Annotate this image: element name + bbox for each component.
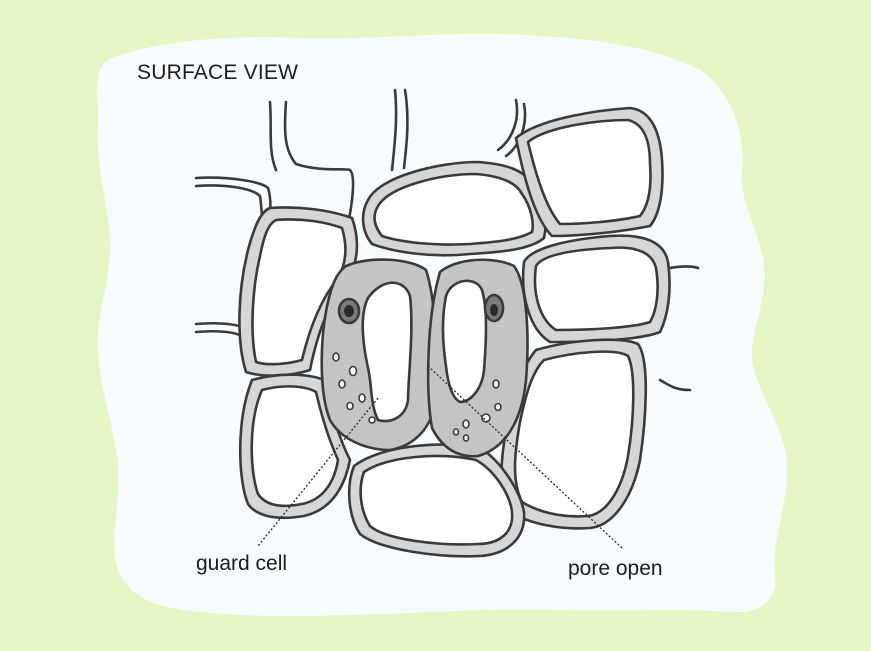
guard-cell-right-vacuole bbox=[443, 281, 486, 402]
diagram-title: SURFACE VIEW bbox=[137, 61, 298, 85]
pore-open-label: pore open bbox=[568, 557, 663, 581]
guard-cell-label: guard cell bbox=[196, 552, 287, 576]
